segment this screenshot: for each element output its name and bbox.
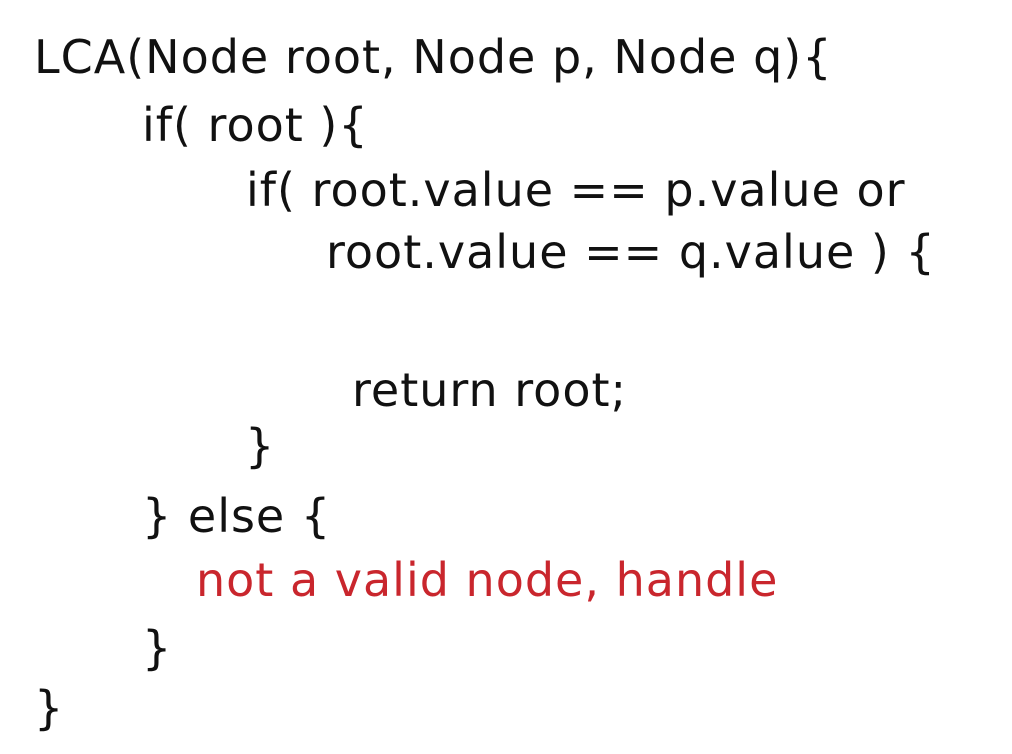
if-condition-line-1: if( root.value == p.value or xyxy=(246,163,906,217)
if-root-line: if( root ){ xyxy=(142,98,369,152)
function-signature-line: LCA(Node root, Node p, Node q){ xyxy=(34,30,833,84)
else-closing-brace: } xyxy=(142,621,173,675)
return-root-line: return root; xyxy=(352,363,627,417)
if-condition-line-2: root.value == q.value ) { xyxy=(326,225,936,279)
else-line: } else { xyxy=(142,489,332,543)
inner-closing-brace: } xyxy=(245,419,276,473)
function-closing-brace: } xyxy=(34,681,65,735)
invalid-node-comment: not a valid node, handle xyxy=(196,553,779,607)
